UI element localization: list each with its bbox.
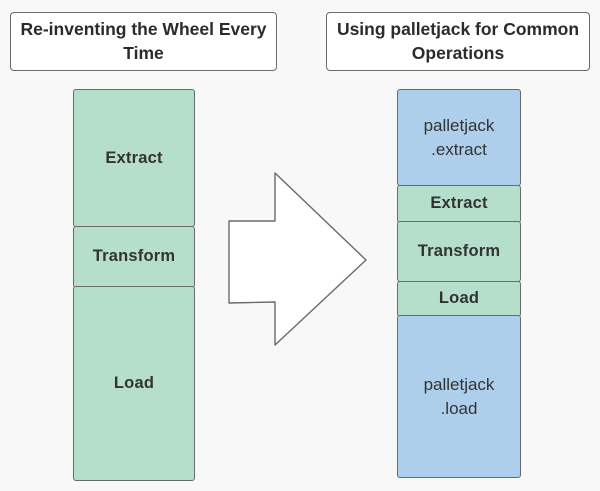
right-block-palletjack-extract: palletjack .extract	[397, 89, 521, 186]
right-column-title: Using palletjack for Common Operations	[326, 12, 590, 71]
right-block-transform: Transform	[397, 221, 521, 283]
manual-etl-stack: Extract Transform Load	[73, 89, 195, 482]
left-column-title: Re-inventing the Wheel Every Time	[10, 12, 277, 71]
left-block-extract: Extract	[73, 89, 195, 227]
palletjack-stack: palletjack .extract Extract Transform Lo…	[397, 89, 521, 482]
left-block-transform: Transform	[73, 225, 195, 288]
left-block-load: Load	[73, 286, 195, 482]
right-block-palletjack-load: palletjack .load	[397, 315, 521, 479]
right-arrow-icon	[225, 170, 370, 350]
right-block-load: Load	[397, 280, 521, 317]
right-block-extract: Extract	[397, 184, 521, 223]
